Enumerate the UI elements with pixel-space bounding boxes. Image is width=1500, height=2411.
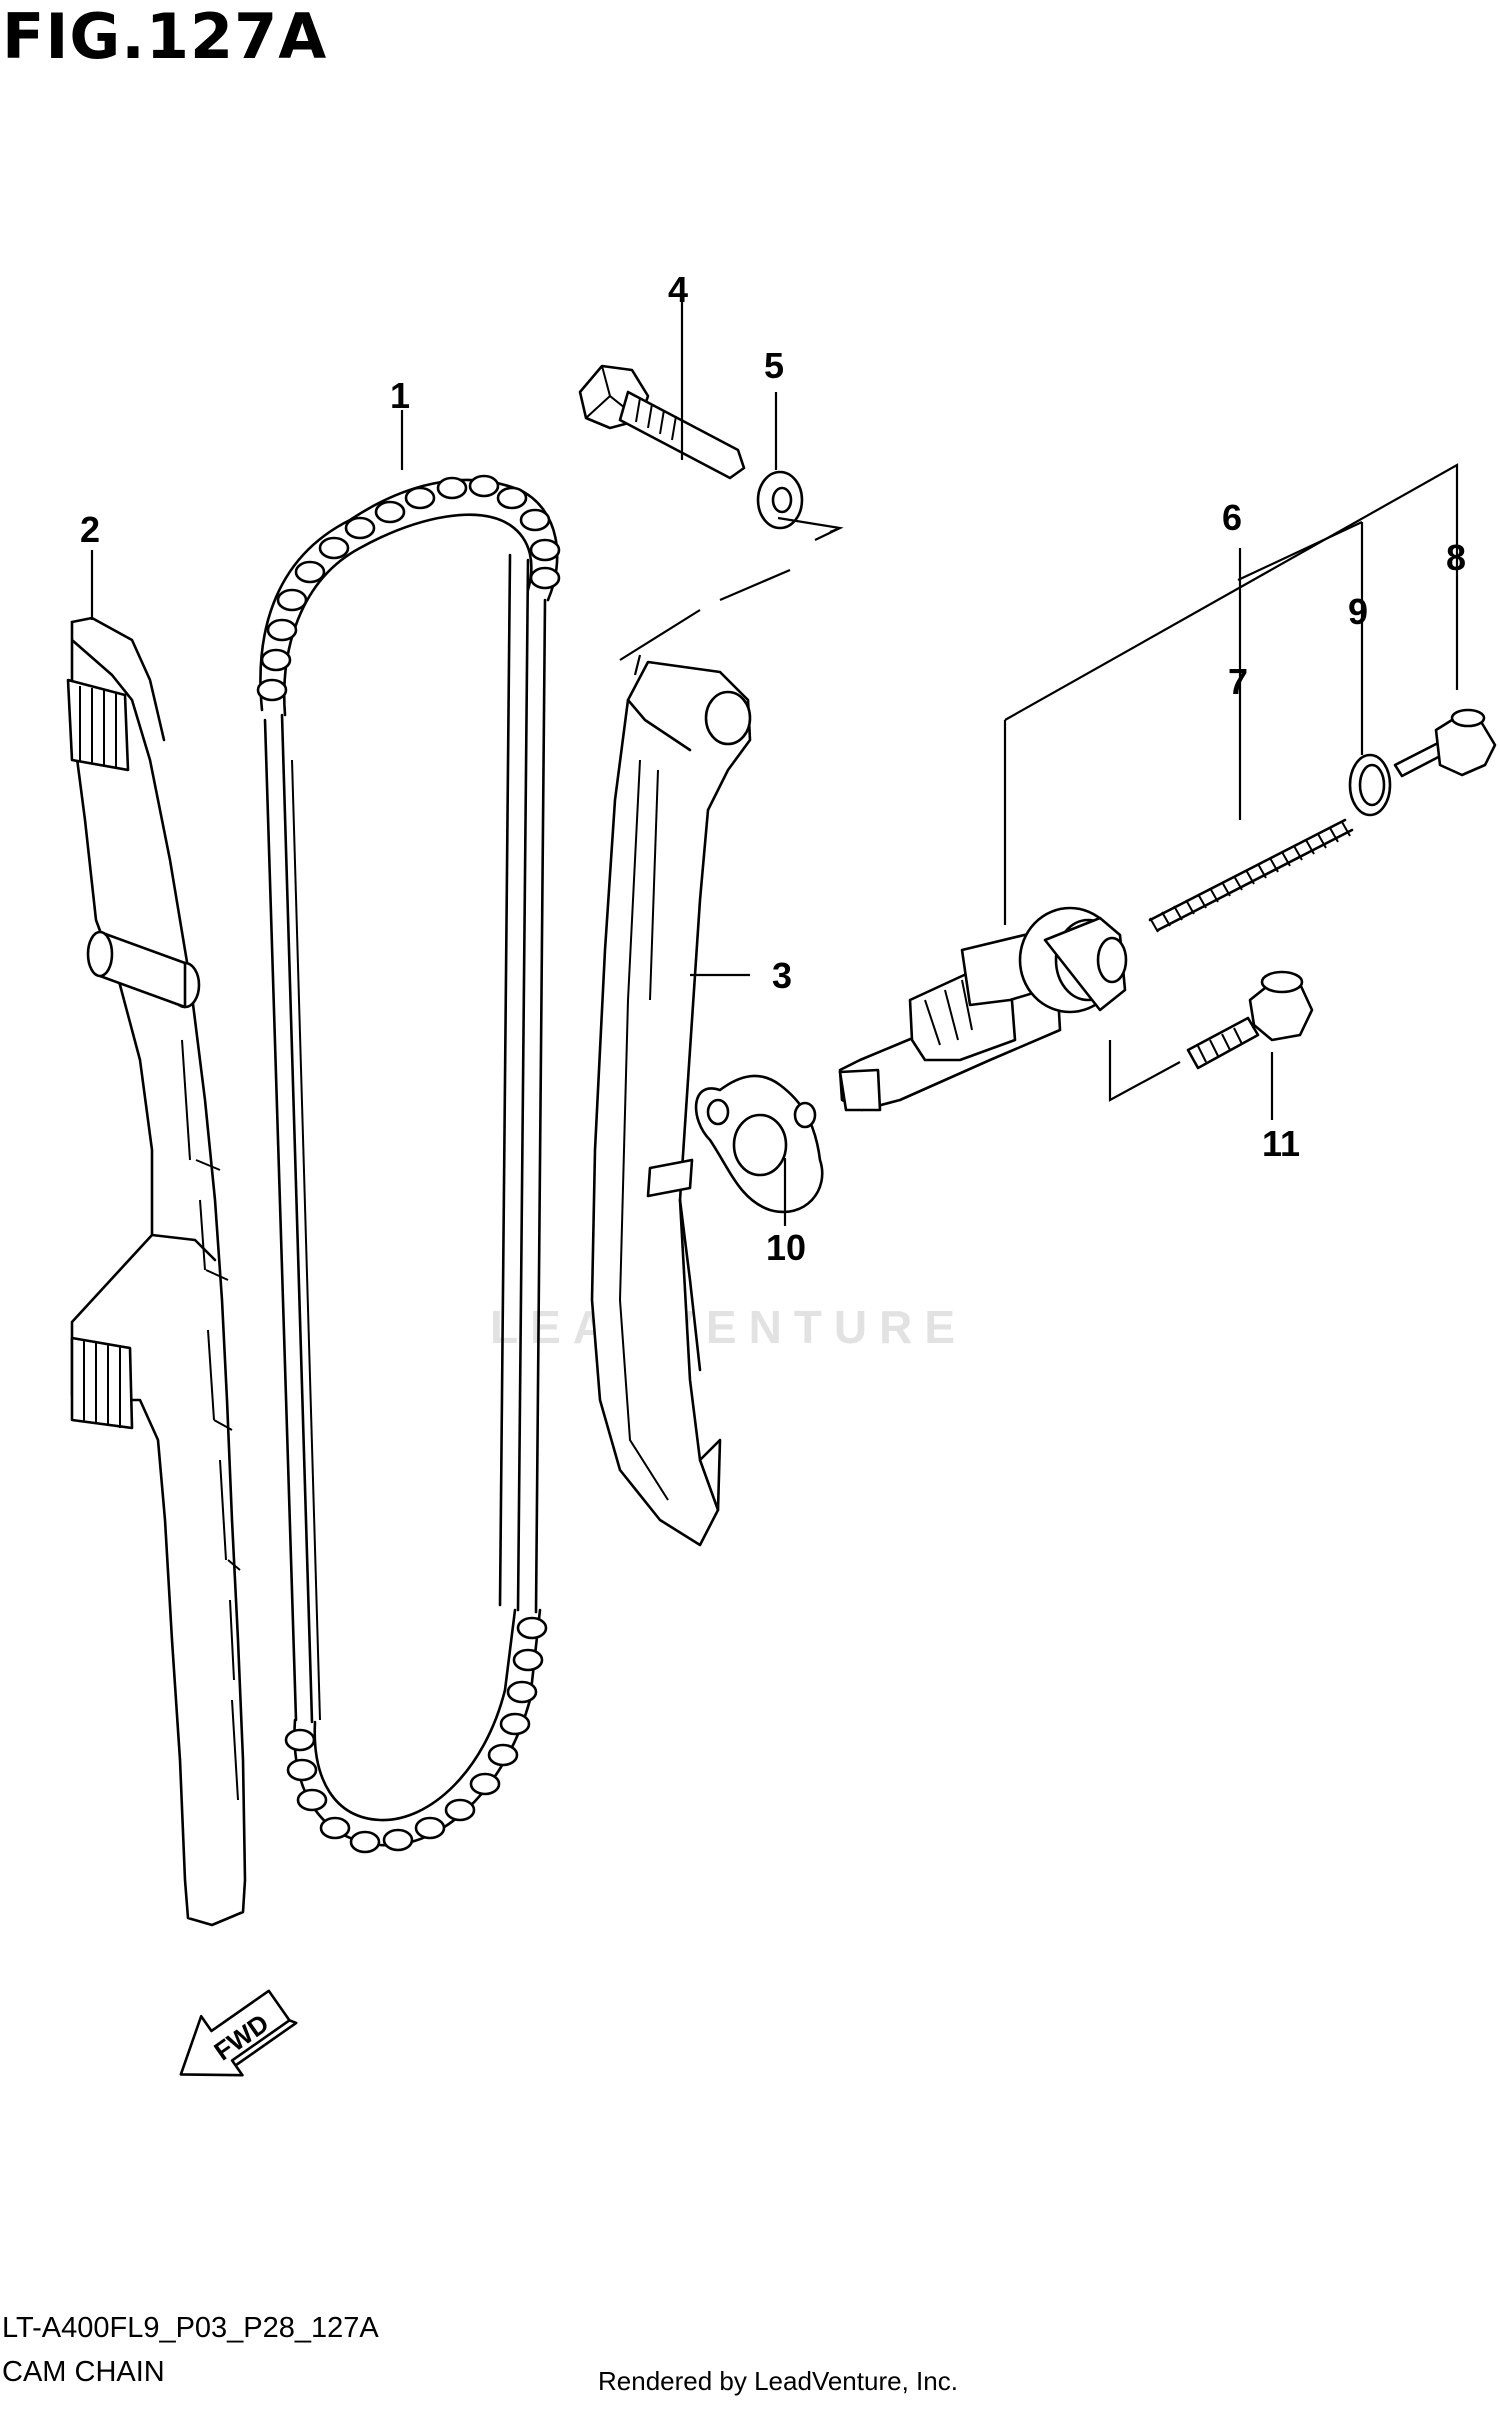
callout-8: 8 xyxy=(1446,537,1467,578)
leader-lines xyxy=(90,283,1459,1226)
watermark: LEADVENTURE xyxy=(490,1301,968,1353)
callout-1: 1 xyxy=(390,375,411,416)
diagram-code: LT-A400FL9_P03_P28_127A xyxy=(2,2312,379,2344)
part-5-washer xyxy=(756,470,804,530)
part-7-spring xyxy=(1148,818,1354,933)
part-1-cam-chain xyxy=(256,474,561,1854)
fwd-arrow xyxy=(179,1989,298,2077)
callout-11: 11 xyxy=(1262,1123,1301,1164)
part-9-o-ring xyxy=(1348,753,1392,817)
callout-2: 2 xyxy=(80,509,101,550)
part-2-chain-guide xyxy=(66,616,247,1927)
callout-7: 7 xyxy=(1228,661,1249,702)
part-6-tensioner-assy xyxy=(838,906,1128,1112)
figure-title: FIG.127A xyxy=(2,0,328,73)
part-11-bolt xyxy=(1186,970,1314,1070)
callout-3: 3 xyxy=(772,955,793,996)
part-3-tensioner-guide xyxy=(590,660,752,1547)
part-4-bolt xyxy=(578,364,746,480)
part-10-gasket xyxy=(694,1074,824,1214)
diagram-name: CAM CHAIN xyxy=(2,2356,165,2388)
callout-4: 4 xyxy=(668,269,689,310)
callout-10: 10 xyxy=(766,1227,807,1268)
callout-5: 5 xyxy=(764,345,785,386)
callout-6: 6 xyxy=(1222,497,1243,538)
part-8-plug-bolt xyxy=(1393,708,1497,778)
render-credit: Rendered by LeadVenture, Inc. xyxy=(598,2366,958,2396)
callout-9: 9 xyxy=(1348,591,1369,632)
